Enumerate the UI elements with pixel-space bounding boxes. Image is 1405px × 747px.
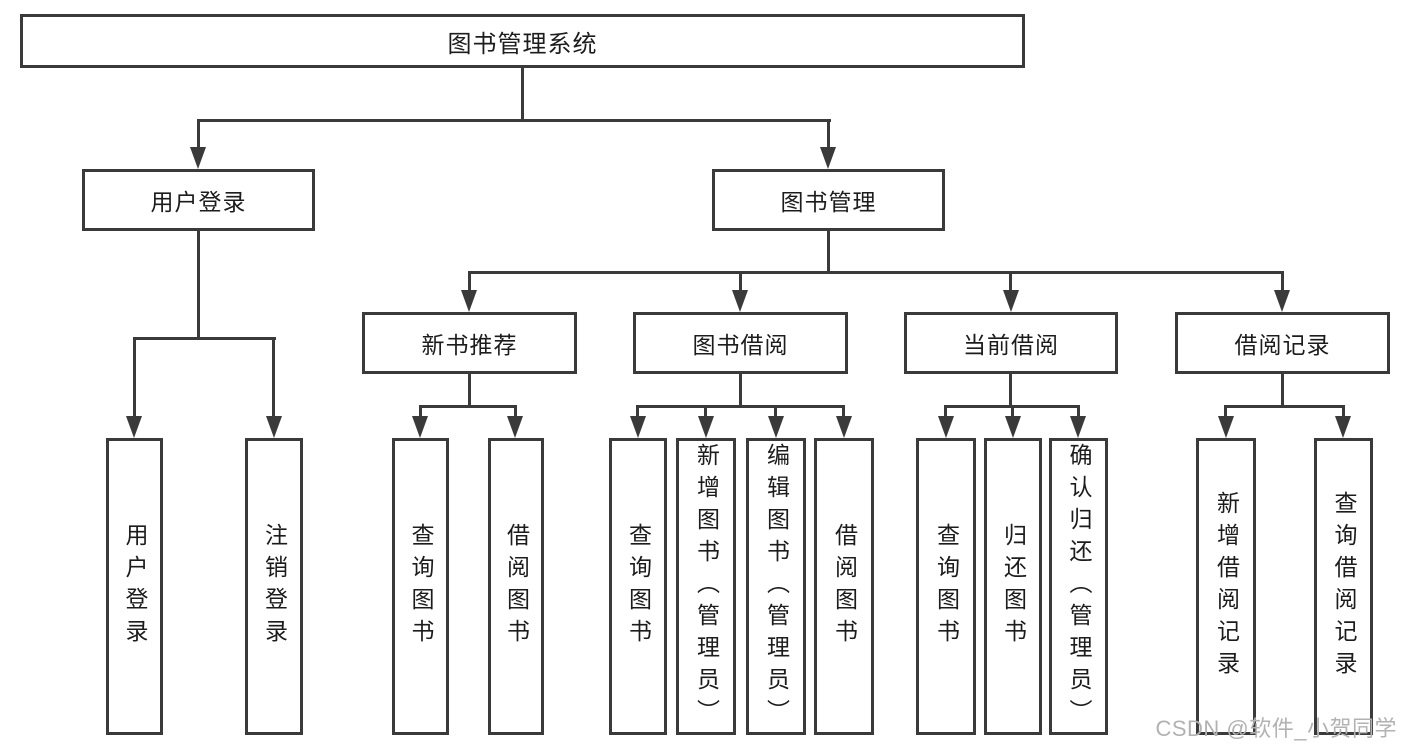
arrowhead-icon (266, 416, 282, 438)
arrowhead-icon (836, 416, 852, 438)
csdn-watermark: CSDN @软件_小贺同学 (1155, 716, 1397, 741)
node-label: 新增图书（管理员） (693, 442, 720, 731)
node-label: 新书推荐 (421, 332, 518, 358)
connector-stem (1224, 405, 1227, 417)
node-leaf-add-borrow-record: 新增借阅记录 (1196, 438, 1256, 735)
arrowhead-icon (412, 416, 428, 438)
node-leaf-confirm-return-admin: 确认归还（管理员） (1049, 438, 1108, 735)
connector-level2-rail (468, 271, 1284, 274)
node-label: 用户登录 (122, 522, 148, 651)
node-leaf-query-book-1: 查询图书 (392, 438, 449, 735)
node-label: 注销登录 (261, 522, 288, 651)
connector-root-stem (521, 66, 524, 119)
connector-stem (419, 405, 422, 417)
connector-stem (944, 405, 947, 417)
node-label: 用户登录 (150, 189, 247, 215)
node-leaf-add-book-admin: 新增图书（管理员） (676, 438, 736, 735)
node-current-borrow: 当前借阅 (904, 312, 1118, 374)
node-leaf-query-book-3: 查询图书 (916, 438, 976, 735)
arrowhead-icon (1274, 290, 1290, 312)
arrowhead-icon (820, 147, 836, 169)
arrowhead-icon (938, 416, 954, 438)
arrowhead-icon (190, 147, 206, 169)
node-label: 借阅记录 (1234, 332, 1331, 358)
connector-stem (827, 231, 830, 271)
arrowhead-icon (1218, 416, 1234, 438)
connector-stem (272, 337, 275, 416)
arrowhead-icon (126, 416, 142, 438)
node-label: 查询图书 (408, 522, 434, 651)
connector-stem (1281, 271, 1284, 291)
connector-stem (468, 374, 471, 405)
node-leaf-query-book-2: 查询图书 (609, 438, 667, 735)
connector-rail (1225, 405, 1345, 408)
node-label: 查询图书 (625, 522, 652, 651)
connector-rail (419, 405, 517, 408)
connector-stem (704, 405, 707, 417)
connector-stem (1281, 374, 1284, 405)
connector-stem (133, 337, 136, 416)
connector-stem (774, 405, 777, 417)
connector-stem (514, 405, 517, 417)
node-leaf-query-borrow-record: 查询借阅记录 (1314, 438, 1373, 735)
connector-stem (1342, 405, 1345, 417)
node-new-book-recommend: 新书推荐 (362, 312, 577, 374)
node-leaf-user-login: 用户登录 (106, 438, 163, 735)
node-leaf-borrow-book-1: 借阅图书 (488, 438, 544, 735)
connector-stem (739, 374, 742, 405)
node-label: 图书管理系统 (447, 30, 598, 58)
node-book-management: 图书管理 (712, 169, 945, 231)
connector-stem (197, 119, 200, 151)
arrowhead-icon (1335, 416, 1351, 438)
node-borrow-records: 借阅记录 (1175, 312, 1390, 374)
arrowhead-icon (507, 416, 523, 438)
connector-stem (1011, 405, 1014, 417)
node-leaf-logout: 注销登录 (245, 438, 303, 735)
connector-level1-rail (197, 119, 831, 122)
node-leaf-borrow-book-2: 借阅图书 (814, 438, 874, 735)
node-user-login: 用户登录 (82, 169, 315, 231)
node-leaf-return-book: 归还图书 (984, 438, 1042, 735)
connector-stem (468, 271, 471, 291)
node-label: 当前借阅 (963, 332, 1059, 358)
node-label: 借阅图书 (831, 522, 858, 651)
node-label: 借阅图书 (503, 522, 530, 651)
connector-rail (133, 337, 276, 340)
connector-stem (636, 405, 639, 417)
node-label: 归还图书 (1000, 522, 1027, 651)
connector-stem (197, 231, 200, 337)
connector-stem (739, 271, 742, 291)
arrowhead-icon (1003, 290, 1019, 312)
connector-stem (1077, 405, 1080, 417)
connector-stem (1009, 271, 1012, 291)
node-label: 查询借阅记录 (1331, 490, 1357, 683)
arrowhead-icon (630, 416, 646, 438)
connector-stem (827, 119, 830, 151)
connector-stem (842, 405, 845, 417)
node-label: 新增借阅记录 (1213, 490, 1240, 683)
node-label: 查询图书 (933, 522, 960, 651)
arrowhead-icon (461, 290, 477, 312)
node-leaf-edit-book-admin: 编辑图书（管理员） (746, 438, 806, 735)
arrowhead-icon (768, 416, 784, 438)
arrowhead-icon (732, 290, 748, 312)
arrowhead-icon (1070, 416, 1086, 438)
node-label: 图书借阅 (692, 332, 789, 358)
arrowhead-icon (1005, 416, 1021, 438)
arrowhead-icon (698, 416, 714, 438)
node-label: 编辑图书（管理员） (763, 442, 790, 731)
connector-rail (637, 405, 845, 408)
connector-stem (1009, 374, 1012, 405)
node-book-borrow: 图书借阅 (633, 312, 848, 374)
node-label: 图书管理 (780, 189, 877, 215)
node-label: 确认归还（管理员） (1066, 442, 1092, 731)
node-library-system: 图书管理系统 (20, 14, 1025, 68)
